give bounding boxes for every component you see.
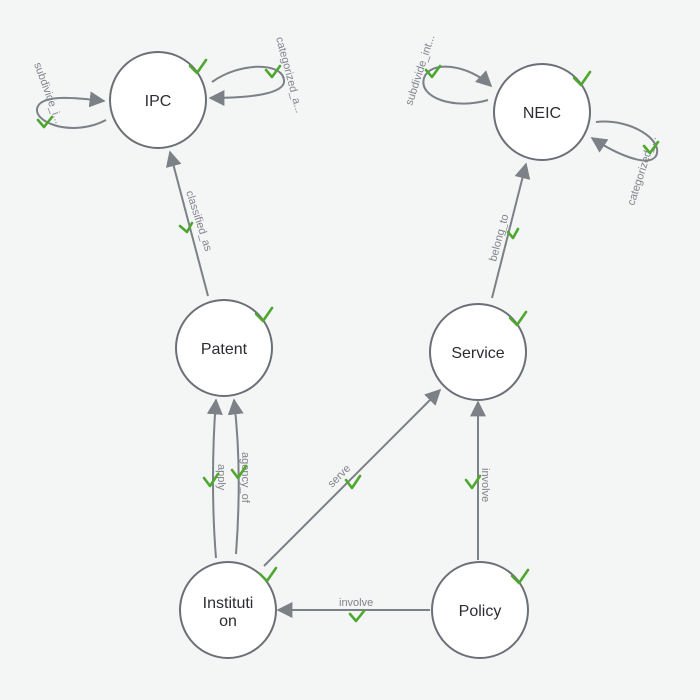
node-label-neic: NEIC	[523, 105, 561, 122]
node-label-patent: Patent	[201, 341, 248, 358]
node-service[interactable]: Service	[429, 303, 528, 401]
edge-policy-involve-institution[interactable]: involve	[276, 597, 430, 623]
edge-label-involve-service: involve	[479, 468, 491, 502]
node-label-institution-line1: Instituti	[203, 595, 254, 612]
node-policy[interactable]: Policy	[431, 561, 530, 659]
check-icon	[258, 566, 278, 583]
edge-institution-apply[interactable]: apply	[202, 398, 227, 559]
edge-label-apply: apply	[215, 464, 227, 491]
node-ipc[interactable]: IPC	[109, 51, 208, 149]
check-icon	[36, 115, 54, 129]
node-label-policy: Policy	[459, 603, 502, 620]
node-institution[interactable]: Instituti on	[179, 561, 278, 659]
edge-label-subdivide-ipc: subdivide_i...	[31, 61, 64, 125]
edge-ipc-subdivide[interactable]: subdivide_i...	[31, 61, 107, 129]
edge-label-categorized-ipc: categorized_a...	[273, 36, 305, 115]
check-icon	[254, 306, 274, 323]
node-neic[interactable]: NEIC	[493, 63, 592, 161]
edge-label-agency-of: agency_of	[239, 452, 251, 504]
check-icon	[202, 472, 220, 488]
check-icon	[424, 64, 442, 79]
edge-ipc-categorized[interactable]: categorized_a...	[208, 36, 305, 115]
node-patent[interactable]: Patent	[175, 299, 274, 397]
edge-institution-agency-of[interactable]: agency_of	[227, 398, 251, 555]
edge-label-involve-institution: involve	[339, 597, 373, 609]
check-icon	[572, 70, 592, 87]
check-icon	[508, 310, 528, 327]
check-icon	[506, 227, 520, 240]
edge-institution-serve[interactable]: serve	[263, 388, 442, 567]
check-icon	[642, 140, 660, 155]
check-icon	[178, 221, 194, 234]
check-icon	[510, 568, 530, 585]
edge-neic-subdivide[interactable]: subdivide_int...	[403, 33, 493, 107]
check-icon	[230, 464, 248, 480]
check-icon	[188, 58, 208, 75]
check-icon	[348, 609, 366, 623]
edge-service-belong-to[interactable]: belong_to	[487, 162, 531, 299]
check-icon	[264, 64, 282, 79]
node-label-service: Service	[451, 345, 504, 362]
check-icon	[344, 474, 362, 490]
edge-patent-classified-as[interactable]: classified_as	[165, 150, 214, 297]
check-icon	[464, 474, 482, 490]
node-label-institution-line2: on	[219, 613, 237, 630]
node-label-ipc: IPC	[145, 93, 172, 110]
edge-policy-involve-service[interactable]: involve	[464, 400, 491, 560]
edge-neic-categorized[interactable]: categorized_...	[590, 120, 660, 207]
